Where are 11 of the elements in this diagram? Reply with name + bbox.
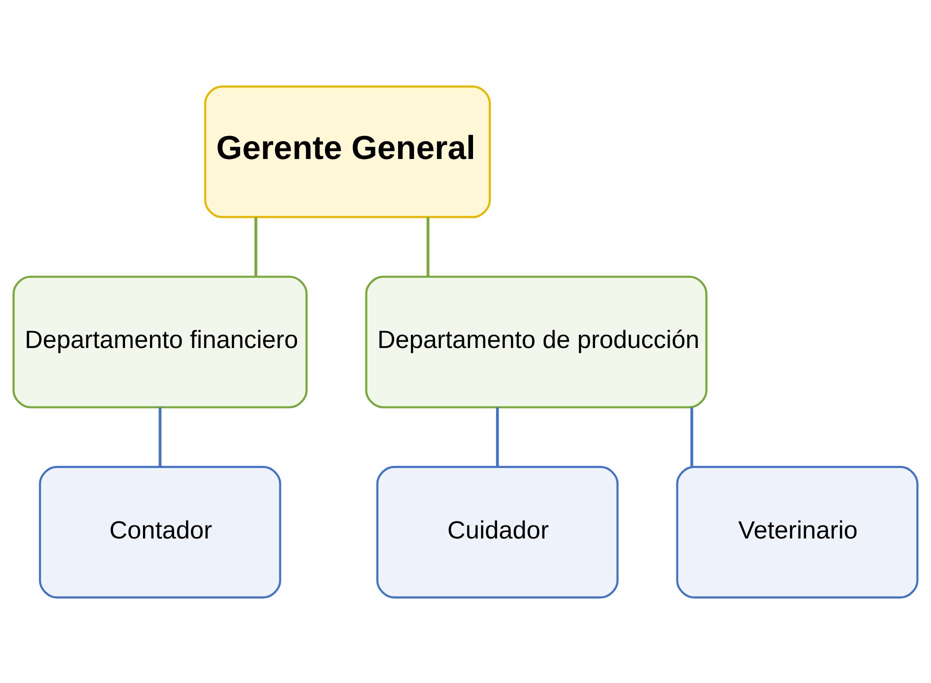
node-box: Departamento de producción — [365, 275, 708, 408]
connector — [690, 406, 694, 466]
node-box: Veterinario — [676, 465, 918, 598]
connector — [158, 406, 162, 466]
node-box: Cuidador — [376, 465, 619, 598]
node-box: Gerente General — [204, 85, 491, 218]
node-box: Contador — [38, 465, 282, 598]
connector — [254, 216, 258, 276]
connector — [496, 406, 499, 466]
node-box: Departamento financiero — [12, 275, 308, 408]
connector — [426, 216, 430, 276]
